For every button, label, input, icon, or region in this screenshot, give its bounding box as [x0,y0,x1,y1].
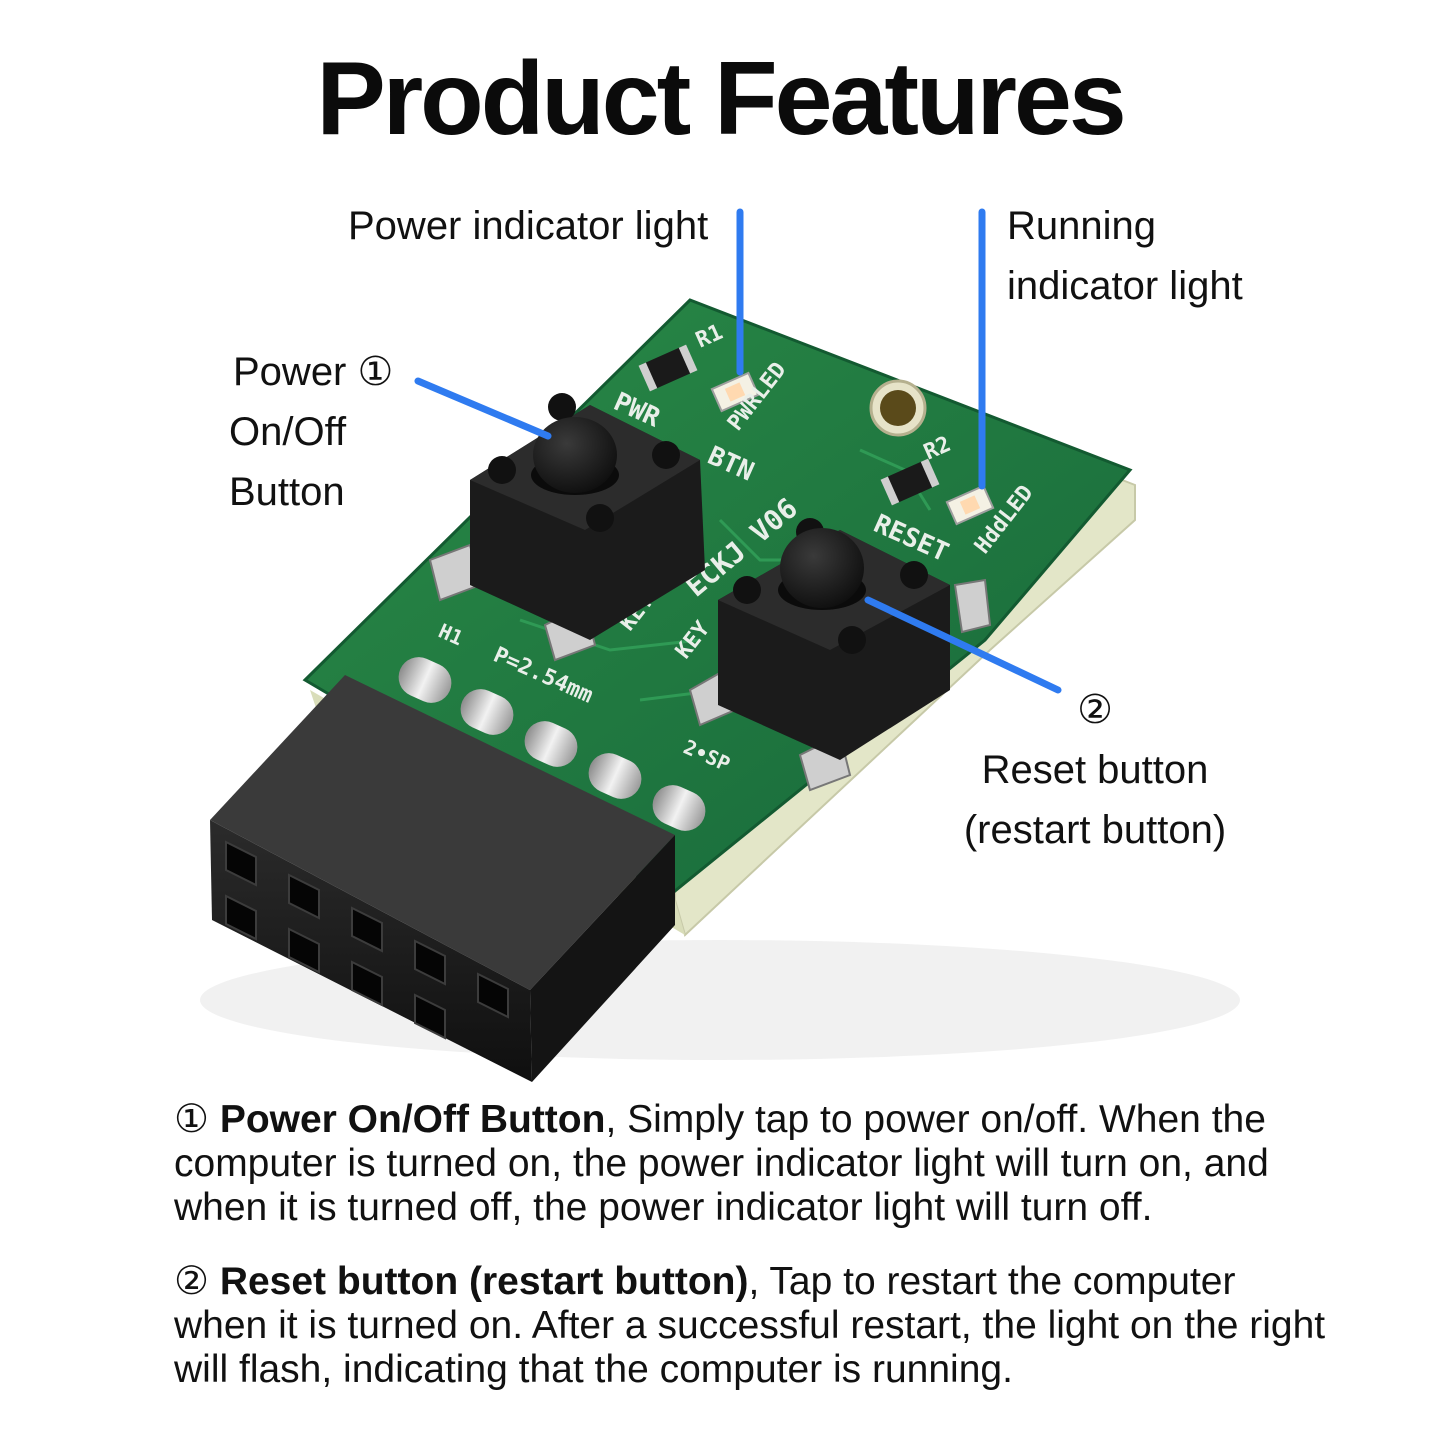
label-power-button-line-3: Button [229,470,345,514]
label-running-indicator: Running indicator light [1007,196,1243,316]
description-marker: ② [174,1260,209,1303]
leader-power-button [414,377,552,440]
description-heading: Power On/Off Button [219,1098,606,1141]
header-connector [210,675,675,1082]
description-reset-button: ② Reset button (restart button), Tap to … [174,1260,1334,1392]
running-led [945,484,995,526]
label-power-indicator: Power indicator light [348,204,709,248]
description-marker: ① [174,1098,209,1141]
resistor-r1 [638,344,698,392]
label-power-button: Power ① On/Off Button [229,342,393,522]
reset-switch [688,518,992,792]
description-power-button: ① Power On/Off Button, Simply tap to pow… [174,1098,1334,1230]
label-power-button-line-1: Power ① [233,350,394,394]
power-switch [428,393,705,662]
label-power-button-line-2: On/Off [229,410,347,454]
header-pins [398,657,706,831]
description-heading: Reset button (restart button) [219,1260,749,1303]
page-title: Product Features [316,41,1126,157]
label-reset-line-1: ② [1077,688,1113,732]
label-reset-line-2: Reset button [981,748,1209,792]
resistor-r2 [880,458,940,506]
label-reset-button: ② Reset button (restart button) [950,680,1240,860]
leader-reset-button [864,596,1062,694]
leader-lines [414,208,1062,694]
description-text: , Simply tap to power on/off. When the c… [174,1098,1269,1229]
description-text: , Tap to restart the computer when it is… [174,1260,1326,1391]
label-running-line-1: Running [1007,204,1157,248]
power-led [710,371,760,413]
label-reset-line-3: (restart button) [963,808,1227,852]
label-running-line-2: indicator light [1007,264,1243,308]
